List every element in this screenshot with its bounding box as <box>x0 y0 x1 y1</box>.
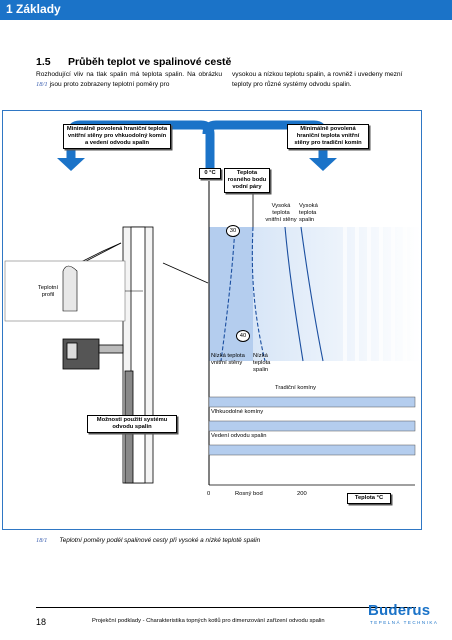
figure-frame: Minimálně povolená hraniční teplota vnit… <box>2 110 422 530</box>
zero-temperature-box: 0 °C <box>199 168 221 179</box>
figure-reference[interactable]: 18/1 <box>36 81 48 88</box>
box-system-options: Možnosti použití systému odvodu spalin <box>87 415 177 433</box>
label-traditional-chimneys: Tradiční komíny <box>275 385 317 391</box>
label-flue-duct: Vedení odvodu spalin <box>211 433 267 439</box>
bar-traditional <box>208 396 416 408</box>
marker-30: 30 <box>226 225 240 237</box>
warm-zone <box>253 227 421 361</box>
figure-caption: 18/1 Teplotní poměry podél spalinové cest… <box>36 537 260 544</box>
label-moisture-chimneys: Vlhkuodolné komíny <box>211 409 264 415</box>
box-min-wall-traditional: Minimálně povolená hraniční teplota vnit… <box>287 124 369 149</box>
right-arrow-head <box>309 158 337 171</box>
header-bar: 1 Základy <box>0 0 452 20</box>
caption-number: 18/1 <box>36 537 48 544</box>
intro-text-left-end: jsou proto zobrazeny teplotní poměry pro <box>47 81 170 88</box>
boiler <box>62 338 124 370</box>
axis-tick-200: 200 <box>297 491 307 497</box>
dewpoint-box: Teplota rosného bodu vodní páry <box>224 168 270 193</box>
intro-paragraph-left: Rozhodující vliv na tlak spalin má teplo… <box>36 70 222 90</box>
temperature-curves <box>220 226 324 362</box>
intro-text-left: Rozhodující vliv na tlak spalin má teplo… <box>36 71 222 78</box>
caption-text: Teplotní poměry podél spalinové cesty př… <box>59 537 261 544</box>
marker-40: 40 <box>236 330 250 342</box>
page-number: 18 <box>36 617 47 627</box>
buderus-logo: Buderus <box>368 602 431 619</box>
bar-flue <box>208 444 416 456</box>
axis-label-box: Teplota °C <box>347 493 391 504</box>
section-title: 1.5 Průběh teplot ve spalinové cestě <box>36 56 231 68</box>
buderus-logo-subtitle: TEPELNÁ TECHNIKA <box>370 620 439 625</box>
axis-tick-0: 0 <box>207 491 211 497</box>
footer-text: Projekční podklady - Charakteristika top… <box>92 618 325 624</box>
label-temperature-profile: Teplotní profil <box>37 285 59 298</box>
box-min-wall-high-efficiency: Minimálně povolená hraniční teplota vnit… <box>63 124 171 149</box>
light-stripes <box>343 227 407 361</box>
footer-divider <box>36 607 416 608</box>
left-arrow-head <box>57 158 85 171</box>
axis-tick-dewpoint: Rosný bod <box>235 491 263 497</box>
bar-moisture <box>208 420 416 432</box>
label-low-wall-temp: Nízká teplota vnitřní stěny <box>211 353 245 366</box>
chimney <box>122 226 154 484</box>
chapter-title: 1 Základy <box>6 2 61 16</box>
section-heading: Průběh teplot ve spalinové cestě <box>68 56 232 68</box>
label-high-flue-temp: Vysoká teplota spalin <box>299 203 318 223</box>
label-low-flue-temp: Nízká teplota spalin <box>253 353 271 373</box>
label-high-wall-temp: Vysoká teplota vnitřní stěny <box>265 203 297 223</box>
intro-paragraph-right: vysokou a nízkou teplotu spalin, a rovně… <box>232 71 403 88</box>
profile-arc <box>62 265 78 312</box>
section-number: 1.5 <box>36 56 51 68</box>
